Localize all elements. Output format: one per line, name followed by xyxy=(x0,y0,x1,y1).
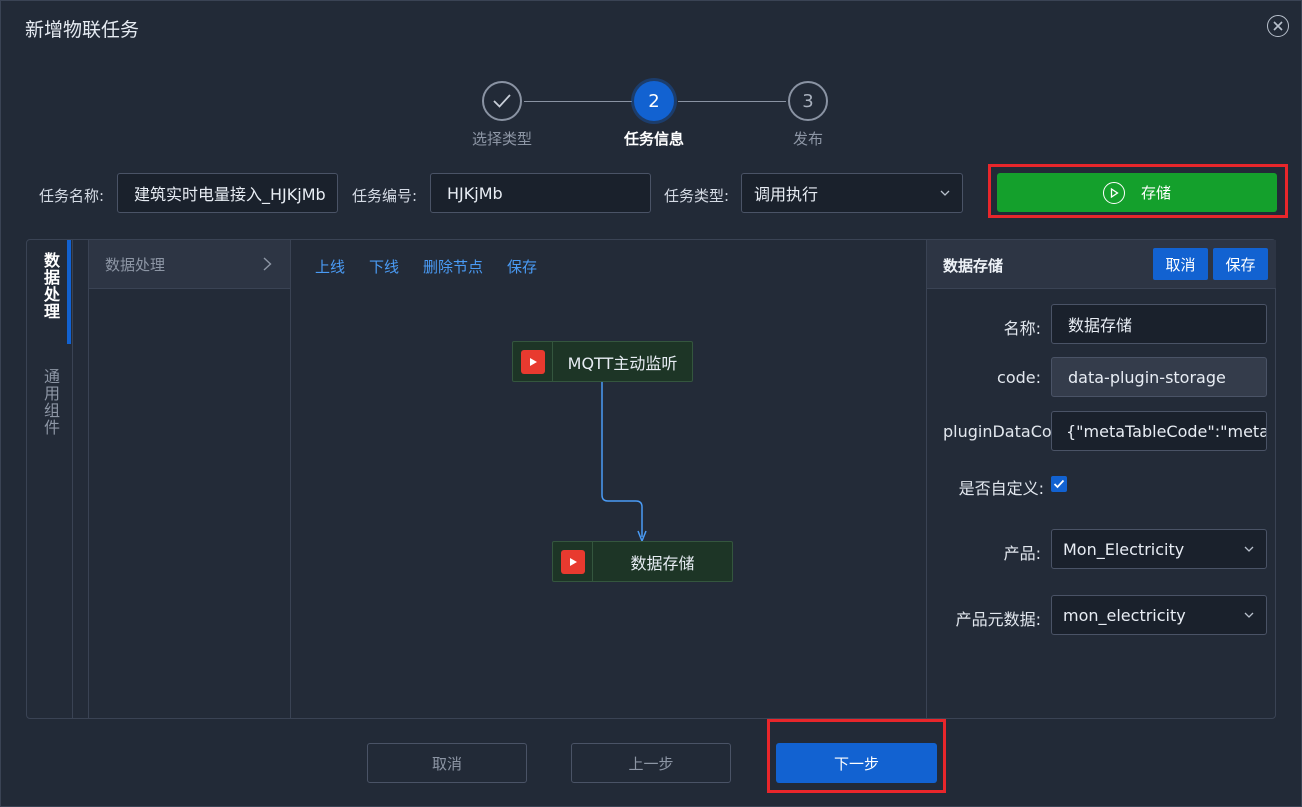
name-input[interactable]: 数据存储 xyxy=(1051,304,1267,344)
product-value: Mon_Electricity xyxy=(1063,539,1185,559)
play-icon xyxy=(560,549,585,574)
delete-node-button[interactable]: 删除节点 xyxy=(423,258,484,276)
workflow-editor: 数据处理 通用组件 数据处理 上线 下线 删除节点 保存 MQTT主动监听 xyxy=(26,239,1276,719)
node-mqtt-listener[interactable]: MQTT主动监听 xyxy=(512,341,693,382)
online-button[interactable]: 上线 xyxy=(315,258,346,276)
offline-button[interactable]: 下线 xyxy=(369,258,400,276)
chevron-down-icon xyxy=(940,190,950,196)
plugin-data-config-input[interactable]: {"metaTableCode":"meta xyxy=(1051,411,1267,451)
product-meta-label: 产品元数据: xyxy=(955,610,1041,629)
step-1-circle xyxy=(482,81,522,121)
previous-step-button[interactable]: 上一步 xyxy=(571,743,731,783)
active-tab-indicator xyxy=(67,240,71,344)
step-connector xyxy=(678,101,786,102)
is-custom-checkbox[interactable] xyxy=(1051,476,1067,492)
task-name-input[interactable]: 建筑实时电量接入_HJKjMb xyxy=(117,173,338,213)
code-label: code: xyxy=(997,368,1041,387)
dialog-title: 新增物联任务 xyxy=(25,19,140,41)
chevron-down-icon xyxy=(1244,546,1254,552)
vertical-tabs: 数据处理 通用组件 xyxy=(27,240,73,718)
product-meta-select[interactable]: mon_electricity xyxy=(1051,595,1267,635)
is-custom-label: 是否自定义: xyxy=(958,479,1044,498)
property-panel-title: 数据存储 xyxy=(943,257,1004,275)
category-item-label: 数据处理 xyxy=(105,255,166,274)
store-button[interactable]: 存储 xyxy=(997,173,1277,212)
name-label: 名称: xyxy=(1003,319,1041,338)
property-panel-header: 数据存储 取消 保存 xyxy=(927,240,1276,289)
node-data-storage[interactable]: 数据存储 xyxy=(552,541,733,582)
node-label: MQTT主动监听 xyxy=(567,353,678,373)
task-type-label: 任务类型: xyxy=(664,187,730,205)
panel-save-button[interactable]: 保存 xyxy=(1213,248,1268,280)
task-code-label: 任务编号: xyxy=(352,187,418,205)
store-button-label: 存储 xyxy=(1140,184,1171,202)
canvas-toolbar: 上线 下线 删除节点 保存 xyxy=(315,256,537,277)
panel-cancel-button[interactable]: 取消 xyxy=(1153,248,1208,280)
chevron-right-icon xyxy=(263,257,272,271)
footer-cancel-button[interactable]: 取消 xyxy=(367,743,527,783)
product-label: 产品: xyxy=(1003,544,1041,563)
step-3-label: 发布 xyxy=(792,130,823,148)
node-label: 数据存储 xyxy=(630,553,695,573)
tab-common-components[interactable]: 通用组件 xyxy=(41,368,60,436)
step-3-circle: 3 xyxy=(788,81,828,121)
checkmark-icon xyxy=(493,94,511,108)
store-button-highlight: 存储 xyxy=(988,164,1288,218)
step-2-label: 任务信息 xyxy=(623,130,684,148)
task-type-value: 调用执行 xyxy=(754,185,819,204)
step-2-circle: 2 xyxy=(634,81,674,121)
step-connector xyxy=(524,101,632,102)
canvas-save-button[interactable]: 保存 xyxy=(507,258,538,276)
next-step-button[interactable]: 下一步 xyxy=(776,743,937,783)
task-code-input[interactable]: HJKjMb xyxy=(430,173,651,213)
product-select[interactable]: Mon_Electricity xyxy=(1051,529,1267,569)
step-1-label: 选择类型 xyxy=(471,130,532,148)
play-icon xyxy=(520,349,545,374)
category-item-data-processing[interactable]: 数据处理 xyxy=(89,240,290,289)
task-name-label: 任务名称: xyxy=(39,187,105,205)
category-list: 数据处理 xyxy=(88,240,291,718)
close-button[interactable] xyxy=(1267,15,1289,37)
tab-data-processing[interactable]: 数据处理 xyxy=(41,252,60,320)
code-input: data-plugin-storage xyxy=(1051,357,1267,397)
product-meta-value: mon_electricity xyxy=(1063,605,1186,625)
stepper: 2 3 选择类型 任务信息 发布 xyxy=(461,81,841,151)
next-step-highlight: 下一步 xyxy=(767,719,946,793)
checkmark-icon xyxy=(1053,479,1065,489)
plugin-data-config-label: pluginDataConfig: xyxy=(943,422,1052,441)
task-type-select[interactable]: 调用执行 xyxy=(741,173,963,213)
node-connector xyxy=(601,382,647,543)
play-circle-icon xyxy=(1102,181,1125,204)
close-icon xyxy=(1273,21,1283,31)
chevron-down-icon xyxy=(1244,612,1254,618)
node-property-panel: 数据存储 取消 保存 名称: 数据存储 code: data-plugin-st… xyxy=(926,240,1276,718)
